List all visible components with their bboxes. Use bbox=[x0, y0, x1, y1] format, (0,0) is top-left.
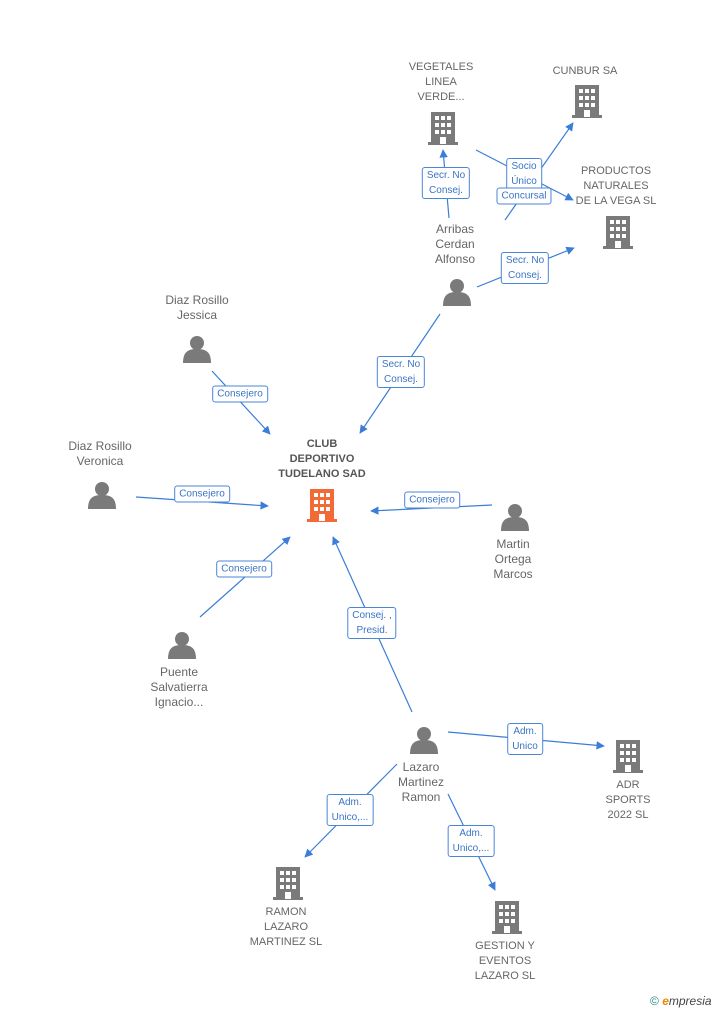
jessica-person-icon[interactable] bbox=[183, 336, 211, 363]
club-label-line: CLUB bbox=[306, 438, 338, 450]
ramon_sl-label-line: RAMON bbox=[265, 906, 307, 918]
adr-building-icon[interactable] bbox=[613, 740, 643, 773]
gestion-label[interactable]: GESTION Y EVENTOS LAZARO SL bbox=[475, 939, 536, 984]
ramon_sl-building-icon[interactable] bbox=[273, 867, 303, 900]
arribas-label-line: Cerdan bbox=[435, 237, 475, 251]
productos-label[interactable]: PRODUCTOS NATURALES DE LA VEGA SL bbox=[576, 164, 657, 209]
martin-person-icon[interactable] bbox=[501, 504, 529, 531]
adr-label-line: SPORTS bbox=[605, 794, 651, 806]
brand-logo-text: mpresia bbox=[668, 994, 712, 1008]
adr-label-line: 2022 SL bbox=[607, 809, 649, 821]
ramon_sl-label[interactable]: RAMON LAZARO MARTINEZ SL bbox=[250, 905, 323, 950]
edge-label-puente-to-club[interactable]: Consejero bbox=[216, 560, 272, 578]
jessica-label-line: Jessica bbox=[176, 308, 218, 322]
jessica-label-line: Diaz Rosillo bbox=[165, 293, 229, 307]
puente-label-line: Salvatierra bbox=[150, 680, 208, 694]
martin-label-line: Ortega bbox=[494, 552, 532, 566]
productos-label-line: NATURALES bbox=[583, 180, 649, 192]
adr-label-line: ADR bbox=[616, 779, 640, 791]
ramon_sl-label-line: MARTINEZ SL bbox=[249, 936, 323, 948]
club-building-icon[interactable] bbox=[307, 489, 337, 522]
club-label[interactable]: CLUB DEPORTIVO TUDELANO SAD bbox=[278, 437, 365, 482]
productos-building-icon[interactable] bbox=[603, 216, 633, 249]
copyright-symbol: © bbox=[650, 994, 659, 1008]
veronica-label-line: Veronica bbox=[76, 454, 124, 468]
productos-label-line: PRODUCTOS bbox=[580, 165, 652, 177]
edge-label-lazaro-to-club[interactable]: Consej. , Presid. bbox=[347, 607, 397, 639]
edge-label-arribas-to-productos[interactable]: Secr. No Consej. bbox=[500, 252, 550, 284]
veronica-label-line: Diaz Rosillo bbox=[68, 439, 132, 453]
lazaro-label-line: Martinez bbox=[397, 775, 445, 789]
puente-label-line: Puente bbox=[159, 665, 199, 679]
vegetales-label-line: VEGETALES bbox=[408, 61, 474, 73]
vegetales-building-icon[interactable] bbox=[428, 112, 458, 145]
lazaro-label-line: Ramon bbox=[401, 790, 441, 804]
club-label-line: TUDELANO SAD bbox=[278, 468, 366, 480]
puente-label-line: Ignacio... bbox=[154, 695, 204, 709]
vegetales-label-line: LINEA bbox=[425, 76, 457, 88]
edge-label-vegetales-to-productos[interactable]: Concursal bbox=[496, 187, 552, 205]
edge-label-lazaro-to-adr[interactable]: Adm. Unico bbox=[507, 723, 543, 755]
martin-label-line: Marcos bbox=[493, 567, 533, 581]
adr-label[interactable]: ADR SPORTS 2022 SL bbox=[605, 778, 650, 823]
edge-label-lazaro-to-ramon_sl[interactable]: Adm. Unico,... bbox=[326, 794, 374, 826]
edge-label-arribas-to-vegetales[interactable]: Secr. No Consej. bbox=[421, 167, 471, 199]
arribas-label-line: Alfonso bbox=[434, 252, 476, 266]
lazaro-label-line: Lazaro bbox=[402, 760, 440, 774]
edge-label-arribas-to-cunbur[interactable]: Socio Único bbox=[506, 158, 542, 190]
martin-label-line: Martin bbox=[496, 537, 530, 551]
gestion-label-line: GESTION Y bbox=[475, 940, 535, 952]
arribas-label-line: Arribas bbox=[435, 222, 474, 236]
cunbur-label-line: CUNBUR SA bbox=[552, 65, 618, 77]
gestion-label-line: LAZARO SL bbox=[474, 970, 536, 982]
edge-label-veronica-to-club[interactable]: Consejero bbox=[174, 485, 230, 503]
edge-label-lazaro-to-gestion[interactable]: Adm. Unico,... bbox=[447, 825, 495, 857]
arribas-person-icon[interactable] bbox=[443, 279, 471, 306]
veronica-person-icon[interactable] bbox=[88, 482, 116, 509]
edge-label-arribas-to-club[interactable]: Secr. No Consej. bbox=[376, 356, 426, 388]
gestion-label-line: EVENTOS bbox=[478, 955, 532, 967]
productos-label-line: DE LA VEGA SL bbox=[575, 195, 657, 207]
gestion-building-icon[interactable] bbox=[492, 901, 522, 934]
vegetales-label[interactable]: VEGETALES LINEA VERDE... bbox=[409, 60, 474, 105]
footer-brand: © empresia bbox=[650, 994, 712, 1008]
lazaro-person-icon[interactable] bbox=[410, 727, 438, 754]
cunbur-building-icon[interactable] bbox=[572, 85, 602, 118]
puente-person-icon[interactable] bbox=[168, 632, 196, 659]
edge-label-jessica-to-club[interactable]: Consejero bbox=[212, 385, 268, 403]
cunbur-label[interactable]: CUNBUR SA bbox=[553, 64, 618, 79]
brand-logo-initial: e bbox=[662, 994, 669, 1008]
club-label-line: DEPORTIVO bbox=[289, 453, 355, 465]
edge-jessica-to-club bbox=[211, 370, 271, 435]
edge-label-martin-to-club[interactable]: Consejero bbox=[404, 491, 460, 509]
vegetales-label-line: VERDE... bbox=[417, 91, 465, 103]
ramon_sl-label-line: LAZARO bbox=[263, 921, 308, 933]
